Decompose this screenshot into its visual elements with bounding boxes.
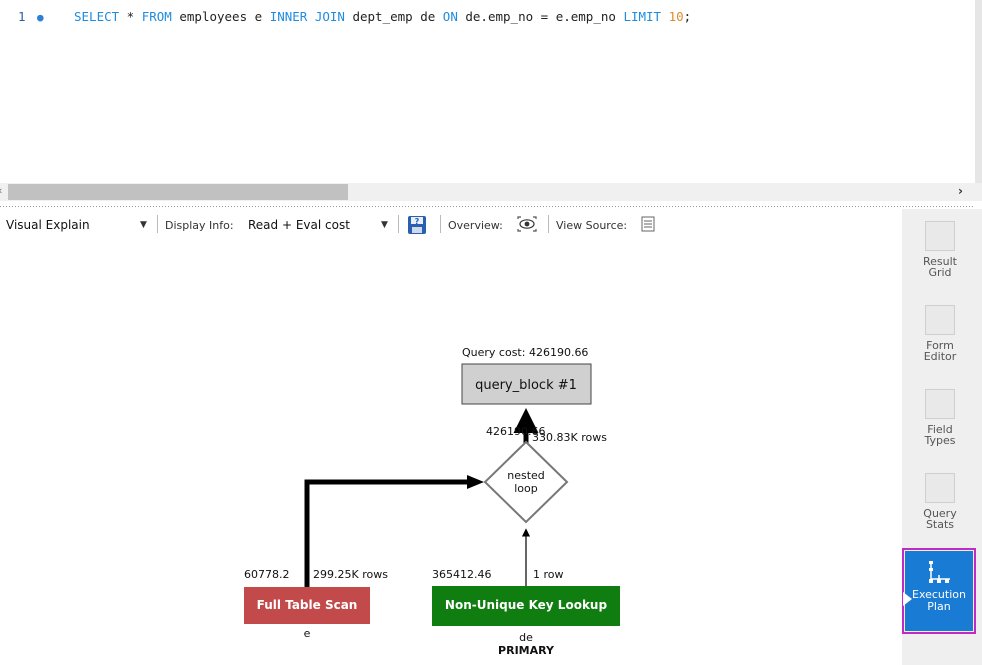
active-indicator-icon (903, 592, 912, 606)
scan-table-name: e (304, 627, 311, 640)
scrollbar-thumb[interactable] (8, 184, 348, 200)
full-table-scan-node[interactable] (244, 587, 370, 624)
sidebar-label: Plan (927, 600, 951, 613)
execution-plan-diagram: Query cost: 426190.66 query_block #1 426… (0, 240, 902, 665)
lookup-table-name: de (519, 631, 533, 644)
sql-keyword: LIMIT (623, 9, 662, 24)
execution-plan-icon (905, 559, 973, 589)
edge-rows-label: 330.83K rows (532, 431, 607, 444)
sidebar-label: Stats (925, 518, 955, 531)
sql-text: ; (683, 9, 692, 24)
sidebar-item-form-editor[interactable]: Form Editor (902, 305, 978, 362)
sql-number: 10 (668, 9, 684, 24)
sidebar-label: Execution (912, 588, 966, 601)
chevron-down-icon[interactable]: ▼ (381, 220, 388, 230)
sidebar-item-execution-plan[interactable]: Execution Plan (902, 548, 976, 634)
sql-text: de.emp_no = e.emp_no (457, 9, 624, 24)
explain-toolbar: Visual Explain ▼ Display Info: Read + Ev… (0, 212, 900, 240)
form-editor-icon (925, 305, 955, 335)
nested-loop-label-2: loop (514, 482, 538, 495)
sql-text (661, 9, 669, 24)
sql-text: dept_emp de (344, 9, 443, 24)
sql-editor[interactable]: 1 ● SELECT * FROM employees e INNER JOIN… (0, 0, 975, 183)
non-unique-key-lookup-node[interactable] (432, 586, 620, 626)
sidebar-item-query-stats[interactable]: Query Stats (902, 473, 978, 530)
toolbar-separator (440, 215, 441, 233)
panel-splitter[interactable] (0, 201, 975, 209)
execution-plan-tab[interactable]: Execution Plan (905, 551, 973, 631)
overview-eye-icon[interactable] (516, 215, 538, 236)
lookup-cost-label: 365412.46 (432, 568, 492, 581)
results-sidebar: Result Grid Form Editor Field Types Quer… (902, 209, 982, 665)
view-source-label: View Source: (556, 219, 628, 232)
query-block-label: query_block #1 (475, 378, 577, 393)
chevron-down-icon[interactable]: ▼ (140, 220, 147, 230)
display-info-label: Display Info: (165, 219, 234, 232)
sidebar-label: Editor (923, 350, 957, 363)
toolbar-separator (548, 215, 549, 233)
sidebar-label: Form (926, 339, 954, 352)
result-grid-icon (925, 221, 955, 251)
lookup-rows-label: 1 row (533, 568, 564, 581)
lookup-key-name: PRIMARY (498, 644, 555, 657)
query-stats-icon (925, 473, 955, 503)
toolbar-separator (398, 215, 399, 233)
toolbar-separator (157, 215, 158, 233)
svg-text:?: ? (415, 217, 420, 226)
overview-label: Overview: (448, 219, 503, 232)
nested-loop-node[interactable] (483, 440, 569, 524)
sql-text: employees e (171, 9, 270, 24)
query-block-node[interactable] (461, 363, 592, 405)
editor-vertical-scrollbar[interactable] (975, 0, 982, 183)
sidebar-label: Field (927, 423, 953, 436)
sql-keyword: FROM (141, 9, 172, 24)
arrowhead-icon (467, 475, 484, 489)
edge-cost-label: 426190.66 (486, 425, 546, 438)
field-types-icon (925, 389, 955, 419)
sidebar-label: Result (923, 255, 957, 268)
sidebar-label: Types (924, 434, 956, 447)
statement-marker-icon: ● (37, 11, 44, 24)
scroll-right-icon[interactable]: › (958, 184, 963, 198)
sidebar-item-result-grid[interactable]: Result Grid (902, 221, 978, 278)
sidebar-label: Grid (928, 266, 952, 279)
display-info-select[interactable]: Read + Eval cost (248, 218, 350, 232)
line-number: 1 (18, 9, 26, 24)
sql-keyword: SELECT (74, 9, 120, 24)
save-icon[interactable]: ? (407, 215, 427, 238)
sql-statement[interactable]: SELECT * FROM employees e INNER JOIN dep… (74, 9, 691, 24)
editor-line-1[interactable]: 1 ● SELECT * FROM employees e INNER JOIN… (0, 9, 691, 27)
lookup-label: Non-Unique Key Lookup (445, 598, 608, 612)
edge-scan-to-nested (304, 479, 470, 587)
editor-horizontal-scrollbar[interactable]: ‹ › (0, 183, 975, 201)
sidebar-label: Query (923, 507, 957, 520)
explain-mode-select[interactable]: Visual Explain (6, 218, 90, 232)
scan-rows-label: 299.25K rows (313, 568, 388, 581)
sidebar-item-field-types[interactable]: Field Types (902, 389, 978, 446)
scan-cost-label: 60778.2 (244, 568, 290, 581)
sql-text: * (119, 9, 142, 24)
nested-loop-label-1: nested (507, 469, 545, 482)
sql-keyword: INNER JOIN (269, 9, 345, 24)
plan-canvas: Query cost: 426190.66 query_block #1 426… (244, 346, 620, 657)
view-source-icon[interactable] (641, 216, 655, 235)
query-cost-label: Query cost: 426190.66 (462, 346, 588, 359)
scroll-left-icon[interactable]: ‹ (0, 184, 2, 197)
scrollbar-corner (975, 183, 982, 201)
full-table-scan-label: Full Table Scan (257, 598, 358, 612)
sql-keyword: ON (442, 9, 458, 24)
